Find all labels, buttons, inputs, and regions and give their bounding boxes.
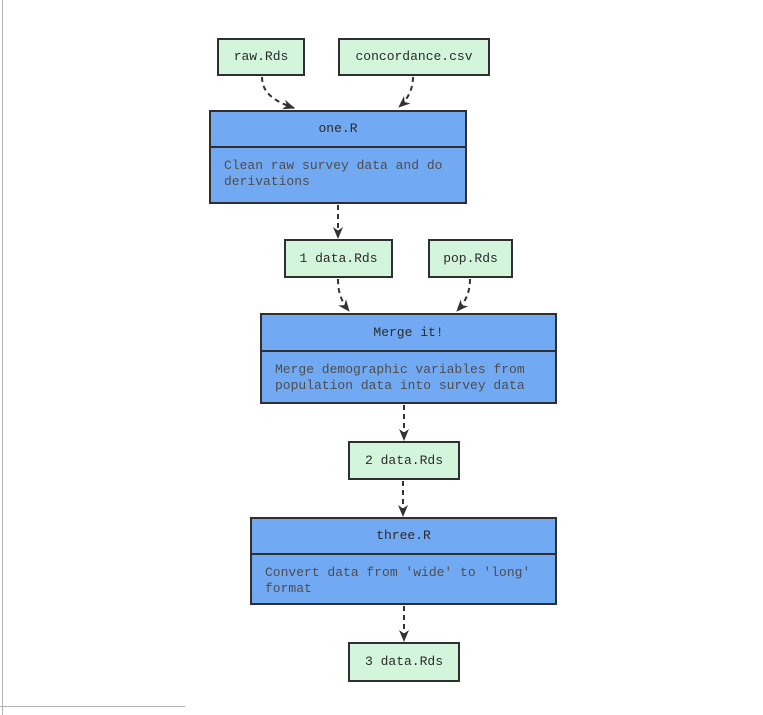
file-node-label: concordance.csv — [355, 49, 473, 64]
script-node-description: Convert data from 'wide' to 'long' forma… — [265, 565, 531, 596]
file-node-label: raw.Rds — [233, 49, 289, 64]
edge-raw-to-one — [261, 76, 295, 110]
edge-concordance-to-one — [398, 76, 414, 108]
window-bottom-border — [0, 706, 185, 707]
file-node-label: 2 data.Rds — [364, 452, 443, 468]
script-node-three-r: three.R Convert data from 'wide' to 'lon… — [250, 517, 557, 605]
file-node-concordance-csv: concordance.csv — [338, 38, 490, 76]
file-node-label: pop.Rds — [443, 250, 498, 266]
script-node-description: Merge demographic variables from populat… — [275, 362, 525, 393]
file-node-2-data-rds: 2 data.Rds — [348, 441, 460, 480]
file-node-3-data-rds: 3 data.Rds — [348, 642, 460, 682]
script-node-title: Merge it! — [262, 315, 555, 352]
file-node-label: 1 data.Rds — [299, 250, 378, 266]
file-node-1-data-rds: 1 data.Rds — [284, 239, 393, 278]
edge-data1-to-merge — [337, 278, 350, 312]
script-node-merge-it: Merge it! Merge demographic variables fr… — [260, 313, 557, 404]
script-node-one-r: one.R Clean raw survey data and do deriv… — [209, 110, 467, 204]
script-node-title: three.R — [252, 519, 555, 555]
window-left-border — [2, 0, 3, 715]
edge-pop-to-merge — [456, 278, 471, 312]
file-node-label: 3 data.Rds — [364, 654, 443, 669]
script-node-title: one.R — [211, 112, 465, 148]
file-node-raw-rds: raw.Rds — [217, 38, 305, 76]
file-node-pop-rds: pop.Rds — [428, 239, 513, 278]
script-node-description: Clean raw survey data and do derivations — [224, 158, 443, 189]
